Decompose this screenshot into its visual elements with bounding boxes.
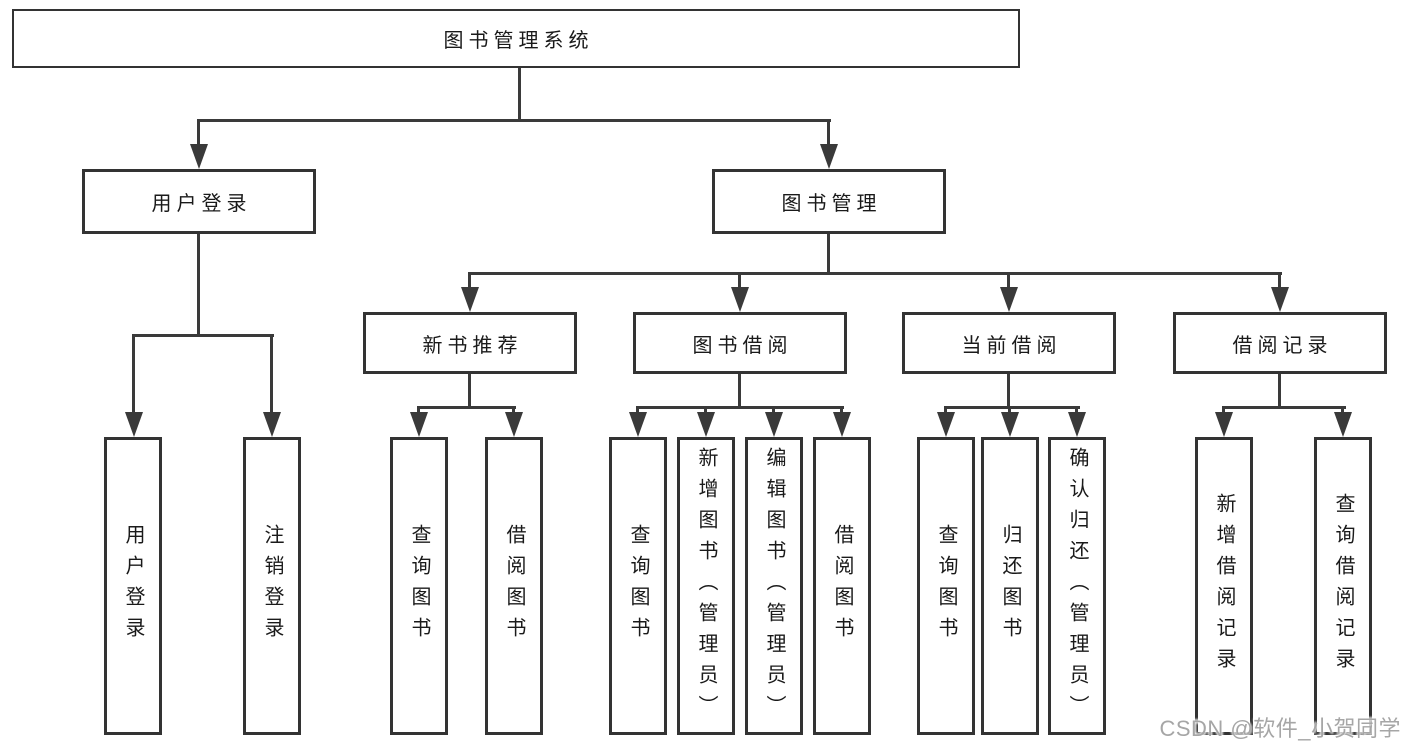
edge-to-current-borrow xyxy=(1007,272,1010,295)
arrow-cb-return xyxy=(1001,412,1019,437)
node-leaf-nbr-query-book: 查询图书 xyxy=(390,437,448,735)
arrow-borrow-record xyxy=(1271,287,1289,312)
arrow-cb-confirm xyxy=(1068,412,1086,437)
arrow-br-query xyxy=(1334,412,1352,437)
edge-to-book-borrow xyxy=(738,272,741,295)
node-leaf-bb-edit-book-admin: 编辑图书（管理员） xyxy=(745,437,803,735)
edge-user-login-bar xyxy=(132,334,274,337)
node-leaf-br-query-record: 查询借阅记录 xyxy=(1314,437,1372,735)
arrow-book-borrow xyxy=(731,287,749,312)
node-book-borrow: 图书借阅 xyxy=(633,312,847,374)
edge-level2-bar xyxy=(468,272,1282,275)
edge-borrow-record-stem xyxy=(1278,374,1281,409)
arrow-current-borrow xyxy=(1000,287,1018,312)
edge-to-leaf-user-login xyxy=(132,334,135,418)
arrow-nbr-query xyxy=(410,412,428,437)
edge-root-stem xyxy=(518,68,521,122)
edge-book-borrow-bar xyxy=(636,406,844,409)
node-leaf-user-login: 用户登录 xyxy=(104,437,162,735)
edge-current-borrow-bar xyxy=(944,406,1080,409)
edge-new-book-bar xyxy=(417,406,516,409)
node-library-management-system: 图书管理系统 xyxy=(12,9,1020,68)
node-leaf-bb-add-book-admin: 新增图书（管理员） xyxy=(677,437,735,735)
arrow-new-book xyxy=(461,287,479,312)
edge-borrow-record-bar xyxy=(1222,406,1346,409)
node-new-book-recommend: 新书推荐 xyxy=(363,312,577,374)
arrow-bb-query xyxy=(629,412,647,437)
edge-to-book-management xyxy=(827,119,830,149)
node-current-borrow: 当前借阅 xyxy=(902,312,1116,374)
arrow-bb-edit xyxy=(765,412,783,437)
node-book-management: 图书管理 xyxy=(712,169,946,234)
arrow-book-management xyxy=(820,144,838,169)
arrow-leaf-user-login xyxy=(125,412,143,437)
arrow-cb-query xyxy=(937,412,955,437)
arrow-bb-borrow xyxy=(833,412,851,437)
arrow-user-login xyxy=(190,144,208,169)
node-leaf-cb-query-book: 查询图书 xyxy=(917,437,975,735)
node-leaf-logout: 注销登录 xyxy=(243,437,301,735)
edge-user-login-stem xyxy=(197,234,200,337)
edge-current-borrow-stem xyxy=(1007,374,1010,409)
csdn-watermark: CSDN @软件_小贺同学 xyxy=(1159,716,1401,741)
arrow-leaf-logout xyxy=(263,412,281,437)
edge-book-borrow-stem xyxy=(738,374,741,409)
node-leaf-br-add-record: 新增借阅记录 xyxy=(1195,437,1253,735)
edge-book-management-stem xyxy=(827,234,830,275)
node-leaf-bb-borrow-book: 借阅图书 xyxy=(813,437,871,735)
node-leaf-cb-confirm-return-admin: 确认归还（管理员） xyxy=(1048,437,1106,735)
node-user-login: 用户登录 xyxy=(82,169,316,234)
arrow-nbr-borrow xyxy=(505,412,523,437)
edge-to-new-book xyxy=(468,272,471,295)
edge-level1-bar xyxy=(197,119,831,122)
edge-new-book-stem xyxy=(468,374,471,409)
edge-to-user-login xyxy=(197,119,200,149)
node-leaf-bb-query-book: 查询图书 xyxy=(609,437,667,735)
edge-to-borrow-record xyxy=(1278,272,1281,295)
arrow-bb-add xyxy=(697,412,715,437)
node-leaf-cb-return-book: 归还图书 xyxy=(981,437,1039,735)
node-leaf-nbr-borrow-book: 借阅图书 xyxy=(485,437,543,735)
edge-to-leaf-logout xyxy=(270,334,273,418)
node-borrow-record: 借阅记录 xyxy=(1173,312,1387,374)
arrow-br-add xyxy=(1215,412,1233,437)
